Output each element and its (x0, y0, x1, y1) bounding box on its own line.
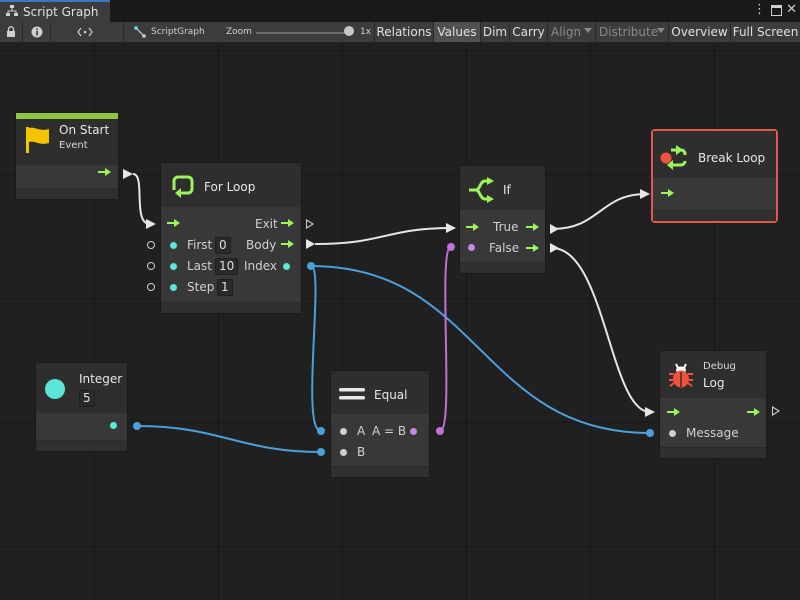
node-title: Break Loop (698, 151, 766, 165)
last-label: Last (187, 259, 212, 273)
exit-unconnected-arrow[interactable] (306, 219, 314, 229)
enter-input-port[interactable] (466, 222, 479, 232)
first-value-field[interactable]: 0 (215, 237, 231, 254)
relations-button[interactable]: Relations (376, 25, 432, 39)
node-title: On Start (59, 123, 110, 137)
last-input-port[interactable] (170, 263, 177, 270)
node-title: Equal (374, 388, 408, 402)
last-unconnected-port[interactable] (147, 262, 155, 270)
full-screen-button[interactable]: Full Screen (732, 25, 799, 39)
message-input-port[interactable] (669, 430, 676, 437)
zoom-value: 1x (360, 27, 372, 37)
values-button[interactable]: Values (434, 22, 480, 42)
trigger-output-port[interactable] (98, 167, 111, 177)
equal-node[interactable]: Equal A A = B B (331, 371, 429, 477)
integer-value-field[interactable]: 5 (79, 390, 95, 407)
true-label: True (493, 220, 519, 234)
node-footer (660, 447, 766, 458)
a-input-port[interactable] (340, 428, 347, 435)
node-footer (653, 210, 776, 221)
enter-input-port[interactable] (167, 218, 180, 228)
step-value-field[interactable]: 1 (217, 279, 233, 296)
bug-icon (669, 363, 693, 388)
node-footer (460, 262, 545, 273)
first-unconnected-port[interactable] (147, 241, 155, 249)
body-label: Body (246, 238, 277, 252)
graph-icon (6, 5, 18, 16)
distribute-dropdown[interactable]: Distribute (599, 25, 659, 39)
close-icon[interactable]: ✕ (786, 2, 797, 17)
zoom-slider-track[interactable] (256, 32, 352, 34)
integer-icon (45, 379, 65, 399)
a-label: A (357, 424, 366, 438)
step-unconnected-port[interactable] (147, 283, 155, 291)
step-label: Step (187, 280, 215, 294)
zoom-slider-thumb[interactable] (344, 26, 354, 36)
node-footer (331, 466, 429, 477)
script-graph-icon (134, 26, 146, 38)
carry-button[interactable]: Carry (512, 25, 545, 39)
result-output-port[interactable] (410, 428, 417, 435)
b-input-port[interactable] (340, 449, 347, 456)
script-graph-tab[interactable]: Script Graph (0, 0, 110, 22)
on-start-node[interactable]: On Start Event (16, 113, 118, 199)
index-label: Index (244, 259, 278, 273)
node-title: If (503, 183, 511, 197)
exit-output-port[interactable] (747, 407, 760, 417)
false-label: False (489, 241, 520, 255)
node-title: Log (703, 376, 725, 390)
tab-bar: Script Graph ⋮ ✕ (0, 0, 800, 22)
align-chevron-down-icon (584, 28, 592, 33)
lock-icon[interactable] (6, 26, 16, 38)
debug-log-node[interactable]: Debug Log Message (660, 351, 766, 458)
b-label: B (357, 445, 366, 459)
false-output-port[interactable] (526, 243, 539, 253)
breadcrumb-script-graph[interactable]: ScriptGraph (151, 27, 205, 37)
graph-canvas[interactable] (0, 43, 800, 600)
node-subtitle: Debug (703, 361, 736, 372)
code-brackets-icon[interactable] (77, 27, 93, 37)
kebab-menu-icon[interactable]: ⋮ (753, 2, 766, 17)
node-title: Integer (79, 372, 123, 386)
loop-icon (172, 175, 194, 198)
node-title: For Loop (204, 180, 256, 194)
body-output-port[interactable] (281, 239, 294, 249)
enter-input-port[interactable] (667, 407, 680, 417)
break-loop-icon (660, 145, 687, 170)
index-output-port[interactable] (283, 263, 290, 270)
first-input-port[interactable] (170, 242, 177, 249)
exit-output-port[interactable] (281, 218, 294, 228)
if-node[interactable]: If True False (460, 166, 545, 273)
dim-button[interactable]: Dim (482, 25, 508, 39)
zoom-label: Zoom (226, 27, 252, 37)
integer-node[interactable]: Integer 5 (36, 363, 127, 451)
equals-icon (339, 388, 365, 400)
node-subtitle: Event (59, 140, 88, 151)
condition-input-port[interactable] (468, 244, 475, 251)
node-footer (36, 440, 127, 451)
result-label: A = B (372, 424, 407, 438)
value-output-port[interactable] (110, 422, 117, 429)
node-footer (16, 188, 118, 199)
distribute-chevron-down-icon (657, 28, 665, 33)
for-loop-node[interactable]: For Loop Exit First 0 Body Last 10 Index… (161, 163, 301, 313)
exit-label: Exit (255, 217, 278, 231)
true-output-port[interactable] (526, 222, 539, 232)
flag-icon (26, 127, 49, 153)
last-value-field[interactable]: 10 (215, 258, 239, 275)
enter-input-port[interactable] (661, 188, 674, 198)
node-footer (161, 302, 301, 313)
message-label: Message (686, 426, 739, 440)
step-input-port[interactable] (170, 284, 177, 291)
log-exit-unconnected-arrow[interactable] (772, 406, 780, 416)
info-icon[interactable] (31, 26, 43, 38)
branch-icon (469, 177, 494, 203)
break-loop-node[interactable]: Break Loop (653, 131, 776, 221)
overview-button[interactable]: Overview (671, 25, 728, 39)
align-dropdown[interactable]: Align (551, 25, 582, 39)
maximize-icon[interactable] (771, 2, 782, 20)
first-label: First (187, 238, 213, 252)
tab-title: Script Graph (23, 5, 99, 19)
graph-toolbar: ScriptGraph Zoom 1x Relations Values Dim… (0, 22, 800, 43)
